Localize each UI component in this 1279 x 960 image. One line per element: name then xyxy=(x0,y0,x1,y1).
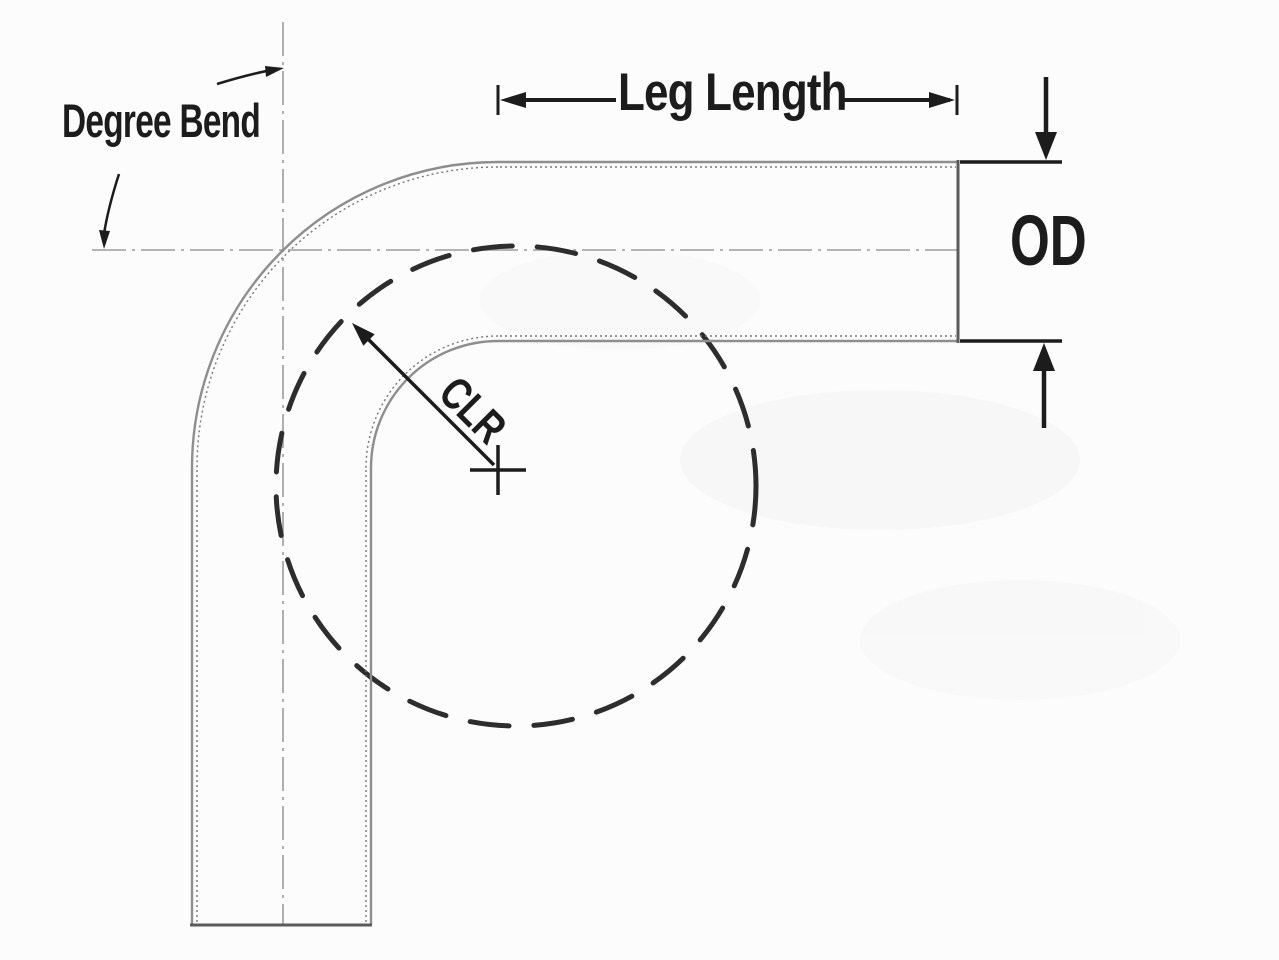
centerlines xyxy=(92,22,957,925)
od-top-arrowhead-icon xyxy=(1035,132,1057,160)
leg-length-right-arrowhead-icon xyxy=(929,92,955,108)
degree-bend-lower-arc xyxy=(102,173,121,235)
od-dimension xyxy=(960,77,1062,428)
degree-bend-upper-arc xyxy=(216,68,273,86)
od-label: OD xyxy=(1010,202,1087,281)
clr-arrow-shaft xyxy=(361,332,496,467)
tube-outer-bend-arc xyxy=(190,160,499,469)
od-bottom-arrowhead-icon xyxy=(1033,343,1055,371)
leg-length-dimension xyxy=(496,85,959,115)
tube-outer-arc-dotted xyxy=(196,166,499,469)
degree-bend-pointers xyxy=(99,66,284,249)
tube-outline xyxy=(190,160,960,927)
clr-dimension xyxy=(352,323,496,467)
smudge xyxy=(860,580,1180,700)
smudge xyxy=(680,390,1080,530)
bend-center-cross xyxy=(470,445,526,495)
clr-centerline-circle xyxy=(273,243,759,729)
clr-arrowhead-icon xyxy=(352,323,375,346)
smudge xyxy=(480,250,760,350)
leg-length-left-arrowhead-icon xyxy=(500,92,526,108)
degree-bend-label: Degree Bend xyxy=(62,94,261,147)
degree-bend-lower-arrowhead-icon xyxy=(99,230,110,249)
degree-bend-upper-arrowhead-icon xyxy=(265,66,284,77)
leg-length-label: Leg Length xyxy=(618,63,848,122)
paper-texture xyxy=(480,250,1180,700)
